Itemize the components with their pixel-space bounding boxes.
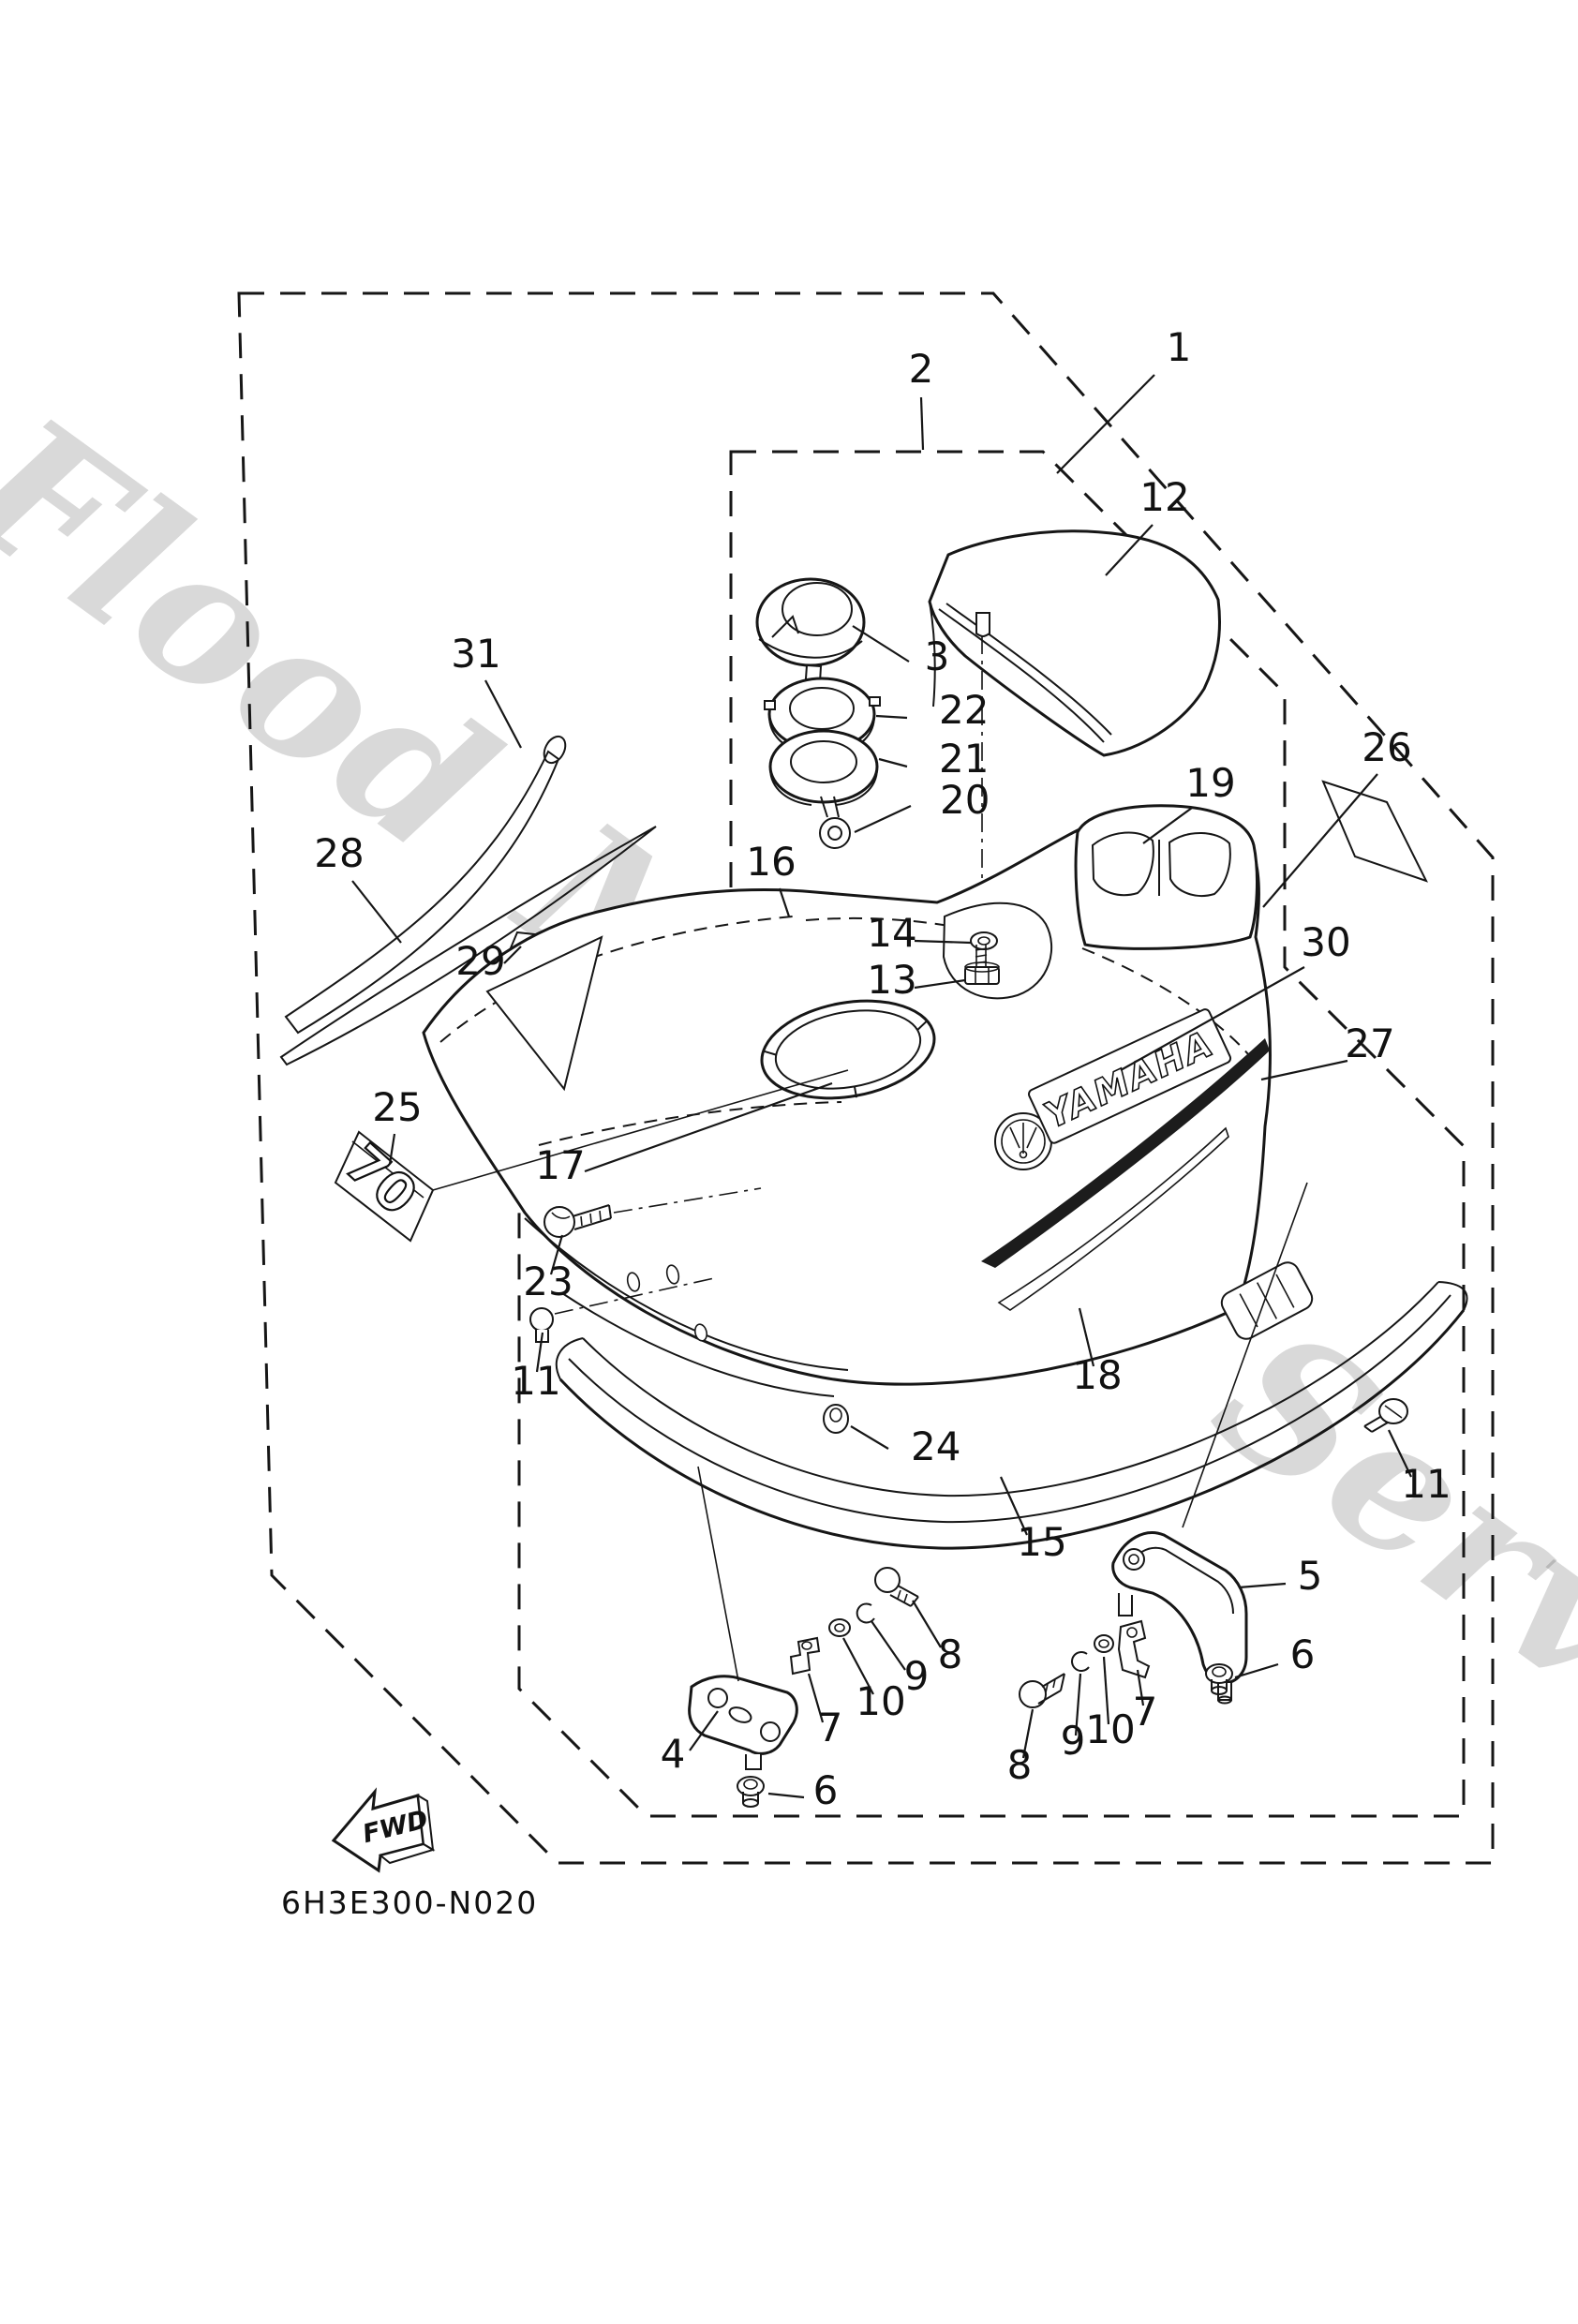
pin-11-axis bbox=[554, 1277, 715, 1315]
vent-grille bbox=[1220, 1261, 1314, 1340]
clamp-7-left bbox=[789, 1636, 821, 1676]
washer-10-left bbox=[828, 1618, 851, 1637]
packing-21 bbox=[768, 729, 879, 806]
grommet-6-right bbox=[1205, 1663, 1233, 1695]
washer-10-bottom bbox=[1094, 1634, 1114, 1653]
callout-7-left: 7 bbox=[818, 1705, 843, 1750]
callout-3: 3 bbox=[925, 633, 950, 679]
spear-trim-27 bbox=[981, 1038, 1270, 1268]
sticker-26 bbox=[1321, 780, 1428, 883]
screw-8-bottom bbox=[1019, 1673, 1065, 1708]
badge-25-pointer bbox=[432, 1069, 849, 1191]
callout-22: 22 bbox=[939, 687, 989, 733]
callout-4: 4 bbox=[661, 1731, 686, 1777]
outer-dashed-boundary bbox=[237, 291, 1495, 1865]
callout-12: 12 bbox=[1139, 474, 1189, 520]
clamp-7-bottom bbox=[1117, 1619, 1151, 1679]
callout-31: 31 bbox=[451, 631, 500, 677]
callout-17: 17 bbox=[535, 1142, 585, 1188]
callout-11-left: 11 bbox=[511, 1358, 560, 1404]
callout-28: 28 bbox=[314, 830, 364, 876]
callout-16: 16 bbox=[746, 839, 796, 885]
callout-26: 26 bbox=[1362, 724, 1411, 770]
callout-8-left: 8 bbox=[938, 1631, 963, 1677]
lock-wire-20 bbox=[819, 796, 851, 849]
bracket-4-pointer bbox=[697, 1466, 739, 1682]
callout-20: 20 bbox=[940, 777, 990, 823]
handle-19 bbox=[1074, 804, 1258, 950]
callout-29: 29 bbox=[455, 938, 505, 984]
callout-9-left: 9 bbox=[904, 1653, 930, 1699]
bolt-13 bbox=[964, 945, 1000, 985]
callout-19: 19 bbox=[1185, 760, 1235, 806]
callout-15: 15 bbox=[1017, 1519, 1066, 1565]
screw-23-axis bbox=[613, 1187, 762, 1214]
latch-knob-3 bbox=[755, 577, 866, 667]
callout-6-left: 6 bbox=[813, 1767, 839, 1813]
screw-11-right bbox=[1363, 1398, 1408, 1433]
grommet-6-left bbox=[737, 1776, 765, 1808]
callout-14: 14 bbox=[867, 910, 916, 956]
callout-5: 5 bbox=[1298, 1553, 1323, 1599]
badge-25: 70 bbox=[332, 1130, 435, 1243]
callout-11-right: 11 bbox=[1401, 1461, 1451, 1507]
yamaha-emblem bbox=[994, 1112, 1052, 1170]
diagram-part-code: 6H3E300-N020 bbox=[281, 1885, 538, 1921]
top-cowl-16: YAMAHA bbox=[422, 804, 1314, 1386]
grommet-14 bbox=[970, 931, 998, 950]
callout-24: 24 bbox=[911, 1423, 960, 1469]
callout-25: 25 bbox=[372, 1084, 422, 1130]
callout-1: 1 bbox=[1167, 324, 1192, 370]
bottom-cowl-17 bbox=[524, 1217, 849, 1397]
callout-7-bottom: 7 bbox=[1133, 1689, 1158, 1735]
callout-8-bottom: 8 bbox=[1007, 1742, 1033, 1788]
bracket-4 bbox=[688, 1675, 798, 1770]
callout-10-left: 10 bbox=[856, 1678, 905, 1724]
callout-18: 18 bbox=[1072, 1352, 1122, 1398]
callout-10-bottom: 10 bbox=[1085, 1706, 1135, 1752]
callout-2: 2 bbox=[909, 346, 934, 392]
c-ring-9-bottom bbox=[1071, 1651, 1090, 1672]
callout-13: 13 bbox=[867, 957, 916, 1003]
callout-6-right: 6 bbox=[1290, 1631, 1316, 1677]
callout-27: 27 bbox=[1345, 1020, 1394, 1066]
callout-30: 30 bbox=[1301, 919, 1350, 965]
molding-strip-28 bbox=[279, 826, 657, 1066]
screw-23 bbox=[543, 1204, 612, 1238]
callout-21: 21 bbox=[939, 736, 989, 782]
callout-23: 23 bbox=[523, 1259, 573, 1304]
spear-trim-18 bbox=[997, 1126, 1229, 1311]
c-ring-9-left bbox=[856, 1602, 875, 1624]
callout-9-bottom: 9 bbox=[1061, 1718, 1086, 1764]
grommet-24 bbox=[823, 1404, 849, 1434]
callout-labels: 1 2 12 3 22 21 20 31 26 19 28 16 14 13 2… bbox=[314, 324, 1451, 1813]
molding-strip-31 bbox=[284, 735, 567, 1035]
leader-lines bbox=[351, 374, 1412, 1799]
fwd-arrow: FWD bbox=[331, 1787, 436, 1873]
cover-12 bbox=[928, 529, 1222, 757]
bracket-5-pointer bbox=[1182, 1182, 1308, 1528]
bottom-seal-15 bbox=[555, 1281, 1468, 1550]
screw-8-left bbox=[874, 1567, 919, 1607]
